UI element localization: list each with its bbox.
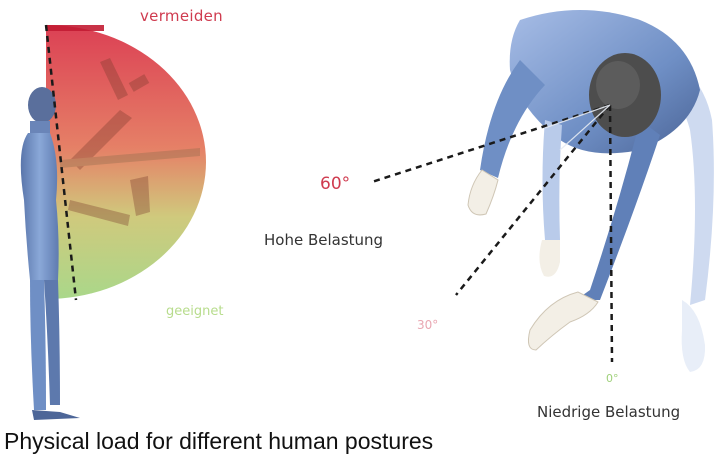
low-load-label: Niedrige Belastung <box>537 405 680 420</box>
figure-caption: Physical load for different human postur… <box>4 430 433 453</box>
angle-30-label: 30° <box>417 319 438 331</box>
angle-0-label: 0° <box>606 373 619 384</box>
suitable-zone-label: geeignet <box>166 305 223 318</box>
avoid-zone-label: vermeiden <box>140 9 223 24</box>
bent-figure <box>468 10 714 372</box>
high-load-label: Hohe Belastung <box>264 233 383 248</box>
angle-60-label: 60° <box>320 176 350 193</box>
